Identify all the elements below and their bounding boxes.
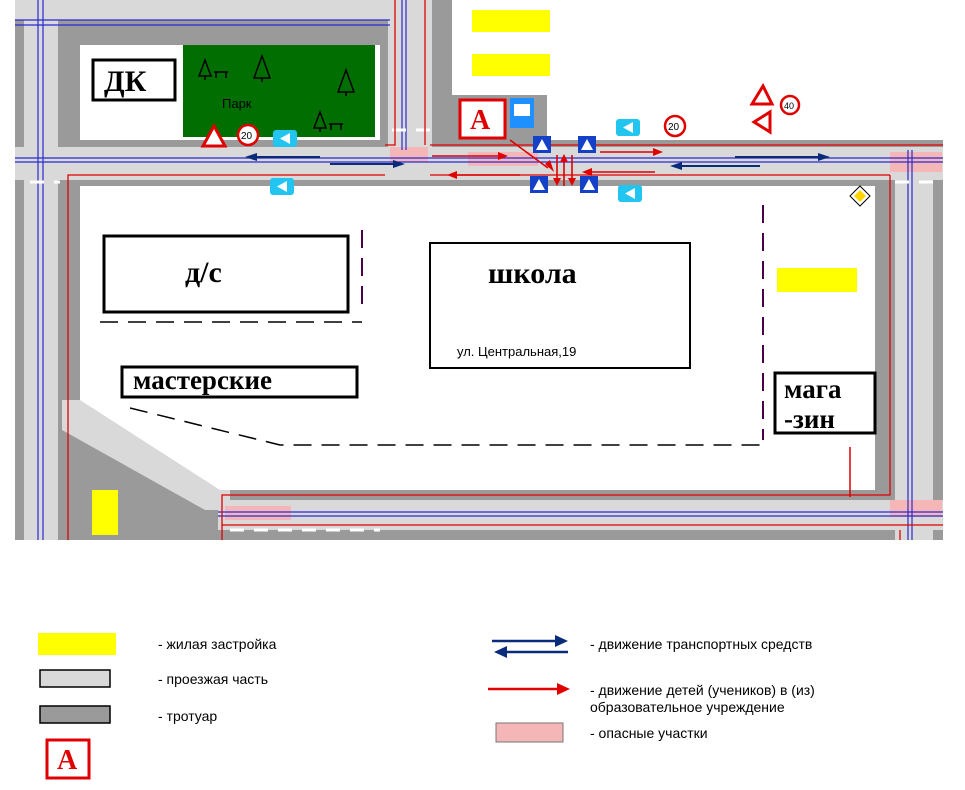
park-label: Парк bbox=[222, 96, 252, 111]
legend-vehicle-label: - движение транспортных средств bbox=[590, 636, 813, 652]
legend-sidewalk-swatch bbox=[39, 705, 111, 724]
workshops-building bbox=[120, 365, 359, 399]
legend-bus-stop-swatch bbox=[45, 738, 91, 780]
tree-icon bbox=[336, 67, 356, 96]
children-triangle-icon bbox=[751, 109, 772, 135]
children-signs bbox=[270, 119, 642, 202]
road-diagonal bbox=[62, 400, 230, 510]
shop-building bbox=[773, 371, 877, 435]
residential-3 bbox=[777, 268, 857, 292]
speed-limit-value: 40 bbox=[784, 101, 794, 111]
crosswalk-signs bbox=[530, 136, 598, 193]
kindergarten-building bbox=[102, 234, 350, 314]
park bbox=[183, 45, 375, 137]
speed-limit-value: 20 bbox=[668, 122, 680, 133]
workshops-label: мастерские bbox=[133, 365, 272, 395]
bus-stop-letter: A bbox=[470, 105, 491, 136]
legend-residential-swatch bbox=[38, 633, 116, 655]
legend-residential-label: - жилая застройка bbox=[158, 636, 277, 652]
speed-limit-icon bbox=[779, 94, 801, 116]
danger-zone bbox=[390, 147, 428, 162]
fences bbox=[100, 321, 760, 446]
bus-stop-sign bbox=[458, 98, 507, 140]
speed-limit-signs: 20 20 40 bbox=[236, 94, 801, 147]
residential-4 bbox=[92, 490, 118, 535]
shop-label-line1: мага bbox=[784, 374, 842, 404]
road-left bbox=[24, 0, 58, 540]
tree-icons bbox=[197, 53, 356, 132]
legend-sidewalk-label: - тротуар bbox=[158, 708, 218, 724]
road-markings bbox=[30, 128, 935, 532]
left-margin bbox=[0, 0, 15, 540]
fences-vertical bbox=[361, 205, 764, 440]
legend-danger-label: - опасные участки bbox=[590, 725, 708, 741]
legend-children-label-1: - движение детей (учеников) в (из) bbox=[590, 682, 815, 698]
bus-icon-glyph bbox=[514, 104, 530, 116]
legend-roadway-label: - проезжая часть bbox=[158, 671, 269, 687]
boundary-lines bbox=[67, 0, 943, 540]
tree-icon bbox=[312, 109, 328, 132]
children-triangle-icon bbox=[200, 122, 228, 148]
vehicle-traffic-arrows bbox=[245, 153, 830, 170]
bench-icon bbox=[329, 123, 343, 130]
school-building bbox=[429, 242, 691, 369]
school-label: школа bbox=[488, 257, 577, 290]
children-route-arrows bbox=[432, 139, 663, 186]
shop-label-line2: -зин bbox=[784, 404, 835, 434]
residential-2 bbox=[472, 54, 550, 76]
legend-children-label-2: образовательное учреждение bbox=[590, 699, 785, 715]
legend: A bbox=[38, 633, 570, 780]
legend-bus-stop-letter: A bbox=[57, 745, 78, 776]
danger-zone bbox=[890, 500, 942, 517]
school-address: ул. Центральная,19 bbox=[457, 344, 576, 359]
white-bottom-bar bbox=[0, 540, 965, 790]
legend-vehicle-arrows bbox=[492, 635, 568, 658]
speed-limit-icon bbox=[236, 123, 260, 147]
tree-icon bbox=[252, 53, 272, 82]
legend-roadway-swatch bbox=[39, 669, 111, 688]
danger-zone bbox=[225, 506, 291, 520]
residential-1 bbox=[472, 10, 550, 32]
tree-icon bbox=[197, 57, 213, 80]
bench-icon bbox=[214, 71, 228, 78]
legend-danger-swatch bbox=[495, 722, 564, 743]
right-margin bbox=[943, 0, 965, 540]
priority-road-icon bbox=[849, 185, 871, 207]
warning-signs bbox=[200, 82, 775, 148]
road-right bbox=[895, 147, 933, 540]
dk-building bbox=[91, 58, 177, 102]
legend-children-arrow bbox=[488, 683, 570, 695]
children-triangle-icon bbox=[749, 82, 775, 106]
speed-limit-value: 20 bbox=[241, 131, 253, 142]
road-top-left-strip bbox=[15, 0, 390, 20]
dk-label: ДК bbox=[104, 65, 147, 98]
kindergarten-label: д/с bbox=[185, 256, 222, 289]
speed-limit-icon bbox=[663, 114, 687, 138]
lane-lines bbox=[15, 0, 943, 540]
